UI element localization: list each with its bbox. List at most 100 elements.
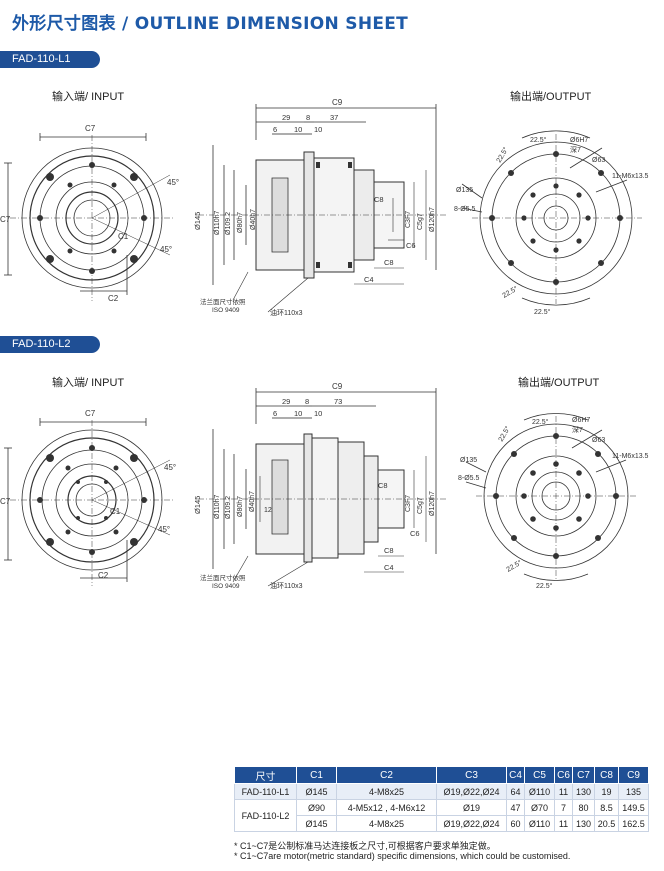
note-flange-l1: 法兰面尺寸依照 ISO 9409 <box>200 297 247 314</box>
dim-d109: Ø109.2 <box>225 212 232 235</box>
out-angle-1: 22.5° <box>495 146 510 164</box>
note-flange-line1: 法兰面尺寸依照 <box>200 297 246 306</box>
model-badge-l1: FAD-110-L1 <box>0 51 100 68</box>
dim-c1: C1 <box>110 507 121 516</box>
dimension-table: 尺寸 C1 C2 C3 C4 C5 C6 C7 C8 C9 FAD-110-L1… <box>234 766 649 832</box>
dim-10a: 10 <box>294 125 302 134</box>
dim-c7-left: C7 <box>0 215 11 224</box>
table-cell: 4-M8x25 <box>336 815 437 832</box>
dim-c6: C6 <box>410 529 420 538</box>
input-front-view-l1: C7 C7 C2 C1 45° 45° <box>0 124 179 303</box>
table-cell-model: FAD-110-L2 <box>234 799 297 832</box>
dim-37: 37 <box>330 113 338 122</box>
dim-c8b: C8 <box>384 258 394 267</box>
dim-d145: Ø145 <box>193 212 202 230</box>
dim-d109: Ø109.2 <box>225 496 232 519</box>
dim-d120: Ø120h7 <box>429 491 436 516</box>
note-ring-l2: 油环110x3 <box>270 581 303 590</box>
dim-10b: 10 <box>314 409 322 418</box>
dim-d120: Ø120h7 <box>429 207 436 232</box>
dim-d40: Ø40h7 <box>249 491 256 512</box>
table-cell: 8.5 <box>594 799 619 816</box>
header-size: 尺寸 <box>234 766 297 784</box>
header-c7: C7 <box>572 766 595 784</box>
output-view-l2: 22.5° 22.5° 22.5° 22.5° Ø6H7 深7 Ø63 Ø135… <box>458 413 649 590</box>
note-flange-line2: ISO 9409 <box>212 307 240 314</box>
input-front-view-l2: C7 C7 C2 C1 45° 45° <box>0 409 176 586</box>
table-row: FAD-110-L2 Ø90 4-M5x12 , 4-M6x12 Ø19 47 … <box>234 799 649 832</box>
out-threads: 11-M6x13.5 <box>612 173 649 180</box>
table-cell: 47 <box>506 799 525 816</box>
header-c3: C3 <box>436 766 507 784</box>
dim-c3: C3F7 <box>405 211 412 228</box>
angle-a: 45° <box>167 178 179 187</box>
out-angle-2: 22.5° <box>532 418 549 426</box>
angle-b: 45° <box>160 245 172 254</box>
dim-c7-left: C7 <box>0 497 11 506</box>
out-pin-depth: 深7 <box>570 145 581 154</box>
table-cell: 7 <box>554 799 573 816</box>
note-en: * C1~C7are motor(metric standard) specif… <box>234 851 571 861</box>
dim-c2: C2 <box>108 294 119 303</box>
note-flange-line1: 法兰面尺寸依照 <box>200 573 246 582</box>
angle-b: 45° <box>158 525 170 534</box>
table-cell: Ø70 <box>524 799 555 816</box>
table-cell: Ø110 <box>524 815 555 832</box>
dim-c4: C4 <box>364 275 374 284</box>
table-cell: 130 <box>572 815 595 832</box>
table-cell: 11 <box>554 783 573 800</box>
dim-10a: 10 <box>294 409 302 418</box>
out-d135: Ø135 <box>456 187 473 194</box>
out-d63: Ø63 <box>592 437 605 444</box>
out-holes: 8-Ø5.5 <box>454 206 476 213</box>
out-threads: 11-M6x13.5 <box>612 453 649 460</box>
dim-c8a: C8 <box>374 195 384 204</box>
model-badge-l2: FAD-110-L2 <box>0 336 100 353</box>
dim-d80: Ø80h7 <box>237 212 244 233</box>
dim-c7-top: C7 <box>85 124 96 133</box>
table-cell: 60 <box>506 815 525 832</box>
table-row: Ø145 4-M8x25 Ø19,Ø22,Ø24 60 Ø110 11 130 … <box>235 815 649 832</box>
dim-c5: C5g7 <box>417 497 424 514</box>
table-cell: Ø110 <box>524 783 555 800</box>
dim-8: 8 <box>305 397 309 406</box>
header-c8: C8 <box>594 766 619 784</box>
header-c6: C6 <box>554 766 573 784</box>
side-section-view-l1: C9 29 8 37 6 10 10 Ø145 Ø110h7 Ø109.2 Ø8… <box>193 98 446 317</box>
dim-c1: C1 <box>118 232 129 241</box>
output-view-l1: 22.5° 22.5° 22.5° 22.5° Ø6H7 深7 Ø63 Ø135… <box>454 130 649 316</box>
table-cell: Ø90 <box>296 799 337 816</box>
out-angle-3: 22.5° <box>501 284 519 299</box>
dim-d40: Ø40h7 <box>250 209 257 230</box>
table-cell: 130 <box>572 783 595 800</box>
dim-6: 6 <box>273 409 277 418</box>
table-cell: 11 <box>554 815 573 832</box>
dim-12: 12 <box>264 507 272 514</box>
table-cell: 20.5 <box>594 815 619 832</box>
note-ring-l1: 油环110x3 <box>270 308 303 317</box>
page-title: 外形尺寸图表 / OUTLINE DIMENSION SHEET <box>12 14 409 34</box>
dim-c8a: C8 <box>378 481 388 490</box>
output-label-l1: 输出端/OUTPUT <box>510 91 592 103</box>
table-cell: 4-M8x25 <box>336 783 437 800</box>
dim-c8b: C8 <box>384 546 394 555</box>
input-label-l1: 输入端/ INPUT <box>52 91 125 103</box>
dim-8: 8 <box>306 113 310 122</box>
table-cell: Ø19,Ø22,Ø24 <box>436 815 507 832</box>
note-flange-l2: 法兰面尺寸依照 ISO 9409 <box>200 573 247 590</box>
table-cell: Ø19,Ø22,Ø24 <box>436 783 507 800</box>
dim-c7-top: C7 <box>85 409 96 418</box>
header-c4: C4 <box>506 766 525 784</box>
dim-d110: Ø110h7 <box>214 211 221 235</box>
angle-a: 45° <box>164 463 176 472</box>
out-angle-1: 22.5° <box>497 425 512 443</box>
out-pin: Ø6H7 <box>570 137 588 144</box>
dim-c6: C6 <box>406 241 416 250</box>
table-cell: 135 <box>618 783 649 800</box>
table-cell: 64 <box>506 783 525 800</box>
out-pin: Ø6H7 <box>572 417 590 424</box>
table-row: FAD-110-L1 Ø145 4-M8x25 Ø19,Ø22,Ø24 64 Ø… <box>234 783 649 800</box>
header-c9: C9 <box>618 766 649 784</box>
table-cell: Ø145 <box>296 783 337 800</box>
header-c1: C1 <box>296 766 337 784</box>
